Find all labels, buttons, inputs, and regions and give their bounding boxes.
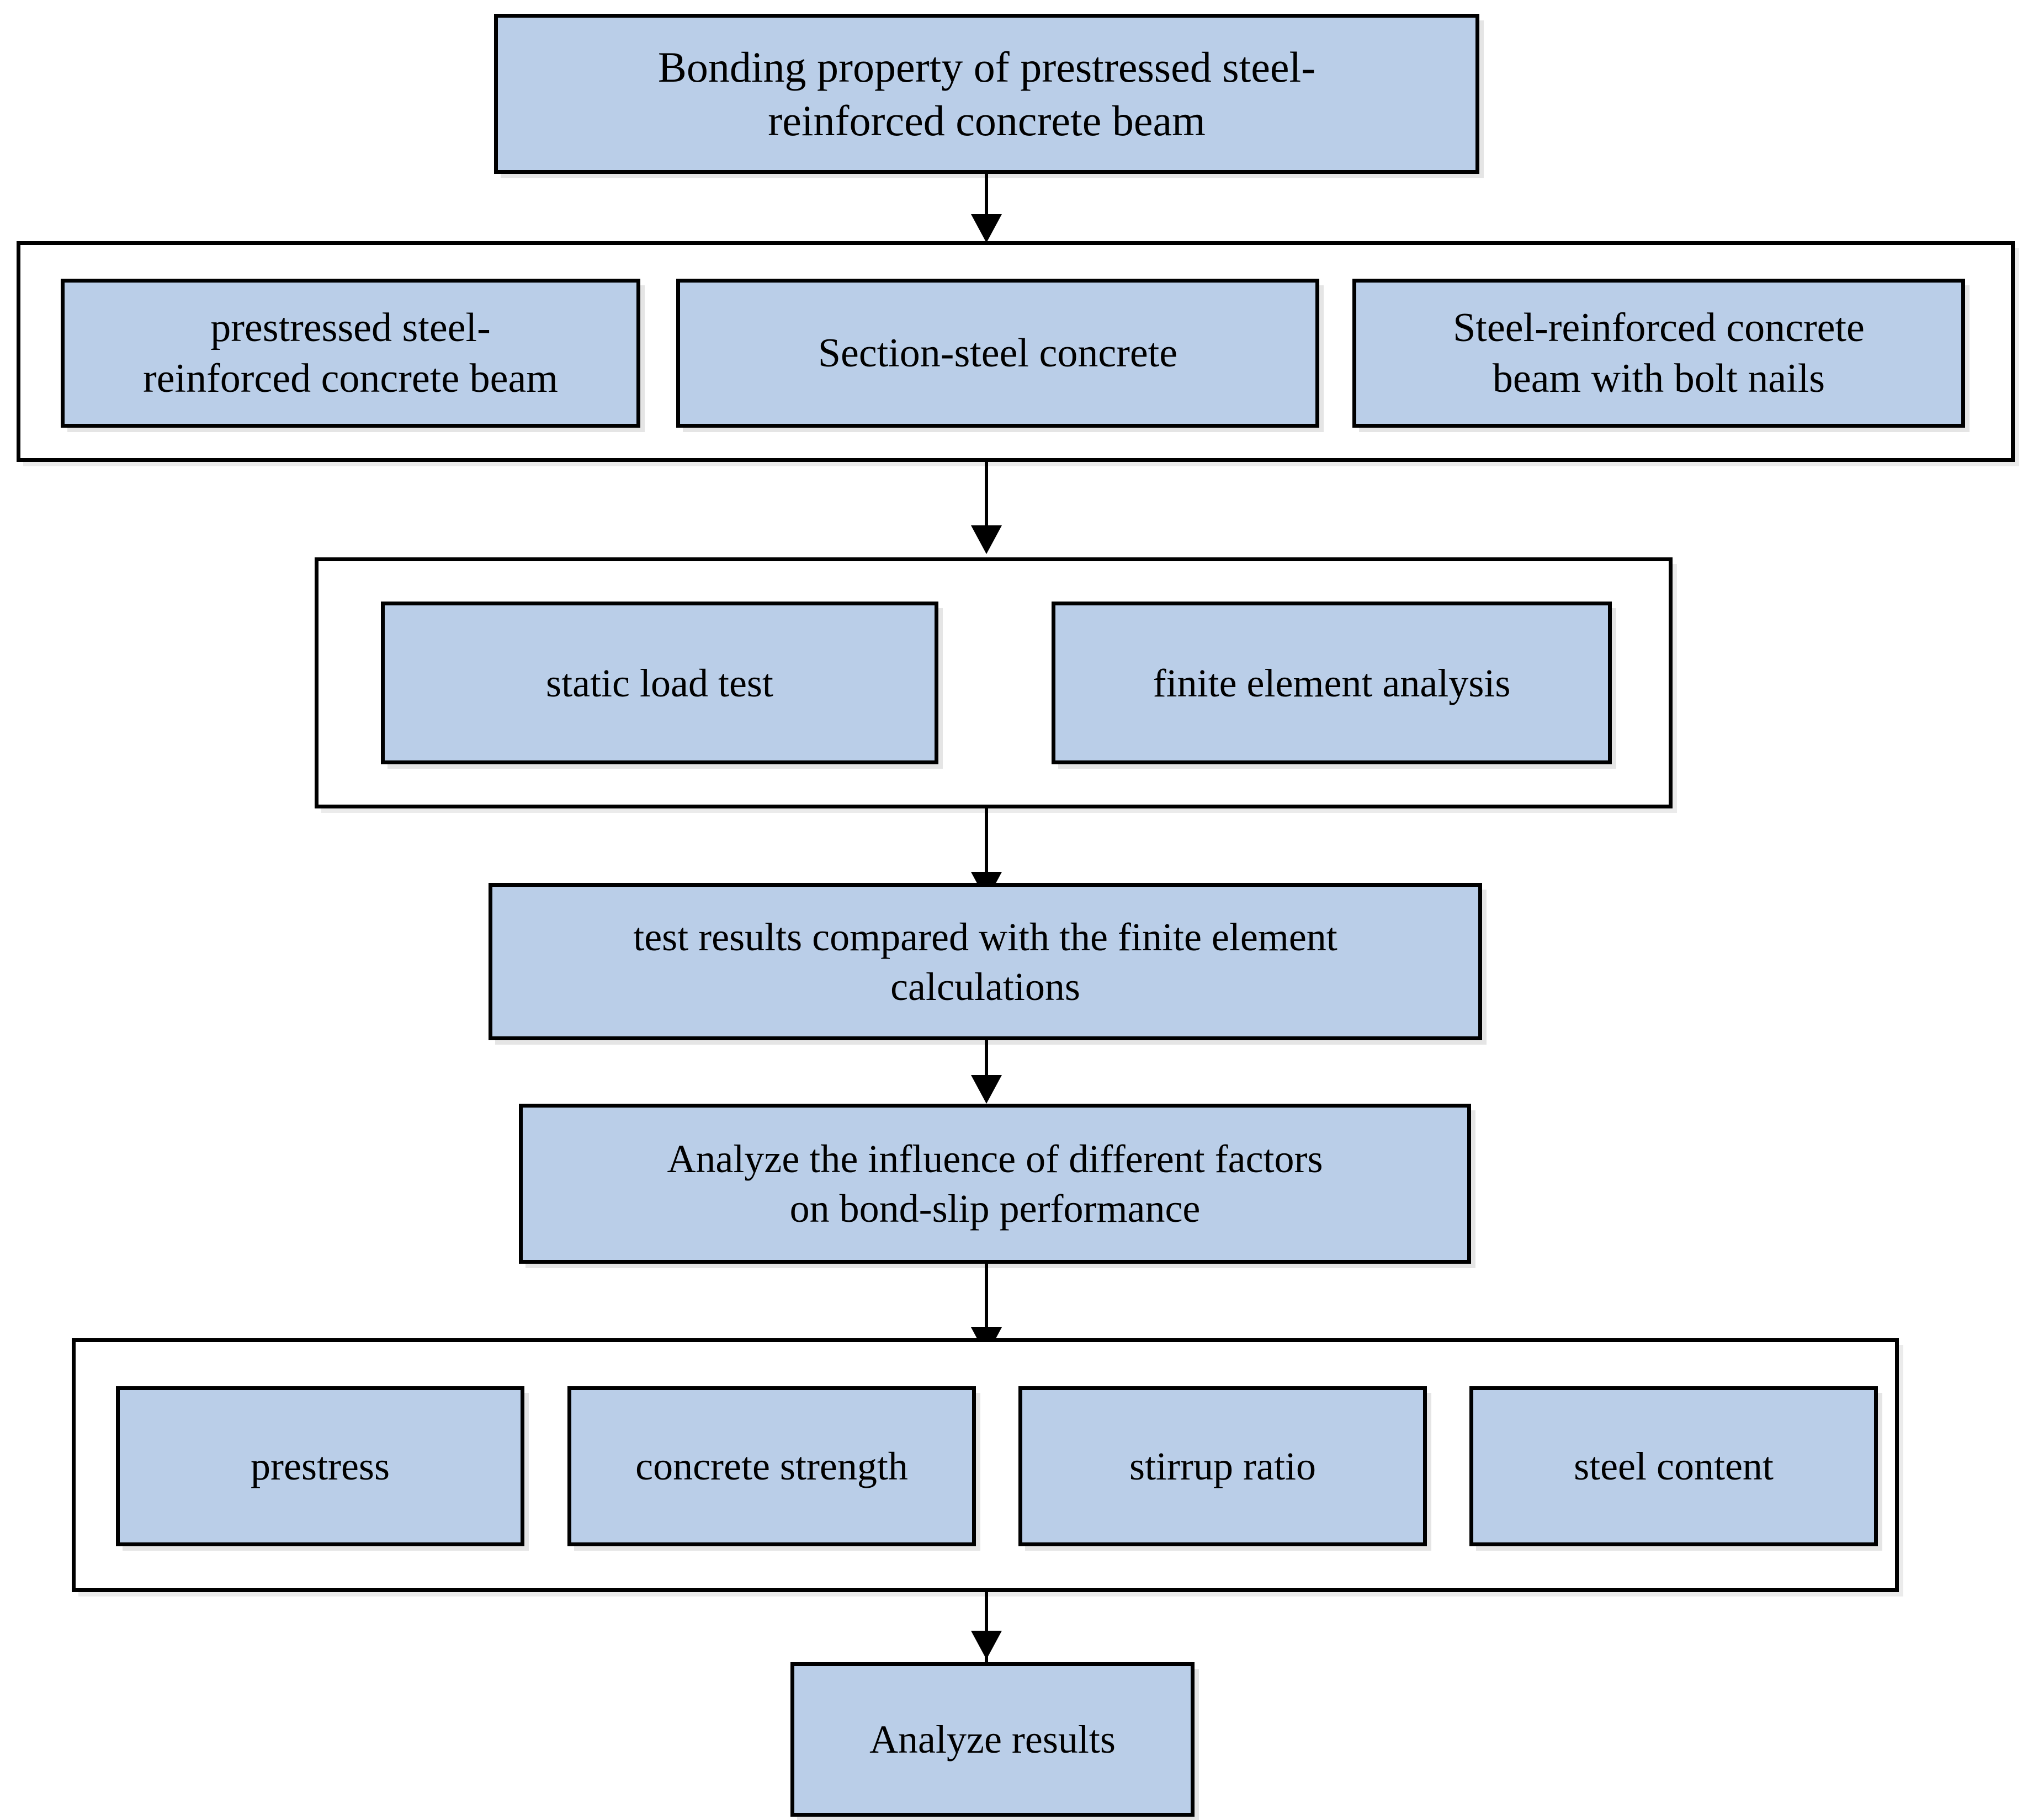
connector-title-to-objects-arrowhead — [971, 214, 1002, 243]
node-analysis-label: Analyze the influence of different facto… — [667, 1137, 1323, 1231]
node-object-2-label: Steel-reinforced concrete beam with bolt… — [1453, 305, 1865, 402]
node-analysis[interactable]: Analyze the influence of different facto… — [519, 1104, 1471, 1264]
node-object-prestressed-steel-reinforced-concrete-beam[interactable]: prestressed steel- reinforced concrete b… — [61, 279, 640, 428]
node-conclusion-label: Analyze results — [869, 1717, 1116, 1762]
node-conclusion[interactable]: Analyze results — [790, 1662, 1195, 1817]
connector-factors-to-conclusion-arrowhead — [971, 1631, 1002, 1659]
node-factor-0-label: prestress — [251, 1444, 390, 1488]
node-method-finite-element-analysis[interactable]: finite element analysis — [1052, 602, 1612, 764]
node-title[interactable]: Bonding property of prestressed steel- r… — [494, 14, 1479, 174]
node-method-1-label: finite element analysis — [1153, 661, 1511, 705]
connector-title-to-objects-line — [985, 174, 988, 217]
node-factor-2-label: stirrup ratio — [1129, 1444, 1316, 1488]
node-comparison[interactable]: test results compared with the finite el… — [489, 883, 1482, 1040]
node-factor-3-label: steel content — [1574, 1444, 1774, 1488]
connector-objects-to-methods-line — [985, 462, 988, 528]
node-title-label: Bonding property of prestressed steel- r… — [657, 42, 1316, 145]
connector-objects-to-methods-arrowhead — [971, 525, 1002, 554]
node-object-0-label: prestressed steel- reinforced concrete b… — [143, 305, 558, 402]
node-factor-prestress[interactable]: prestress — [116, 1386, 524, 1546]
connector-comparison-to-analysis-arrowhead — [971, 1075, 1002, 1104]
node-factor-1-label: concrete strength — [635, 1444, 908, 1488]
connector-analysis-to-factors-line — [985, 1264, 988, 1333]
node-object-section-steel-concrete[interactable]: Section-steel concrete — [676, 279, 1319, 428]
node-object-1-label: Section-steel concrete — [818, 330, 1178, 376]
node-factor-stirrup-ratio[interactable]: stirrup ratio — [1018, 1386, 1427, 1546]
node-method-0-label: static load test — [546, 661, 773, 705]
connector-methods-to-comparison-line — [985, 808, 988, 875]
node-comparison-label: test results compared with the finite el… — [633, 914, 1337, 1009]
node-method-static-load-test[interactable]: static load test — [381, 602, 938, 764]
node-factor-steel-content[interactable]: steel content — [1469, 1386, 1878, 1546]
node-object-steel-reinforced-concrete-beam-with-bolt-nails[interactable]: Steel-reinforced concrete beam with bolt… — [1352, 279, 1965, 428]
node-factor-concrete-strength[interactable]: concrete strength — [567, 1386, 976, 1546]
connector-comparison-to-analysis-line — [985, 1040, 988, 1098]
